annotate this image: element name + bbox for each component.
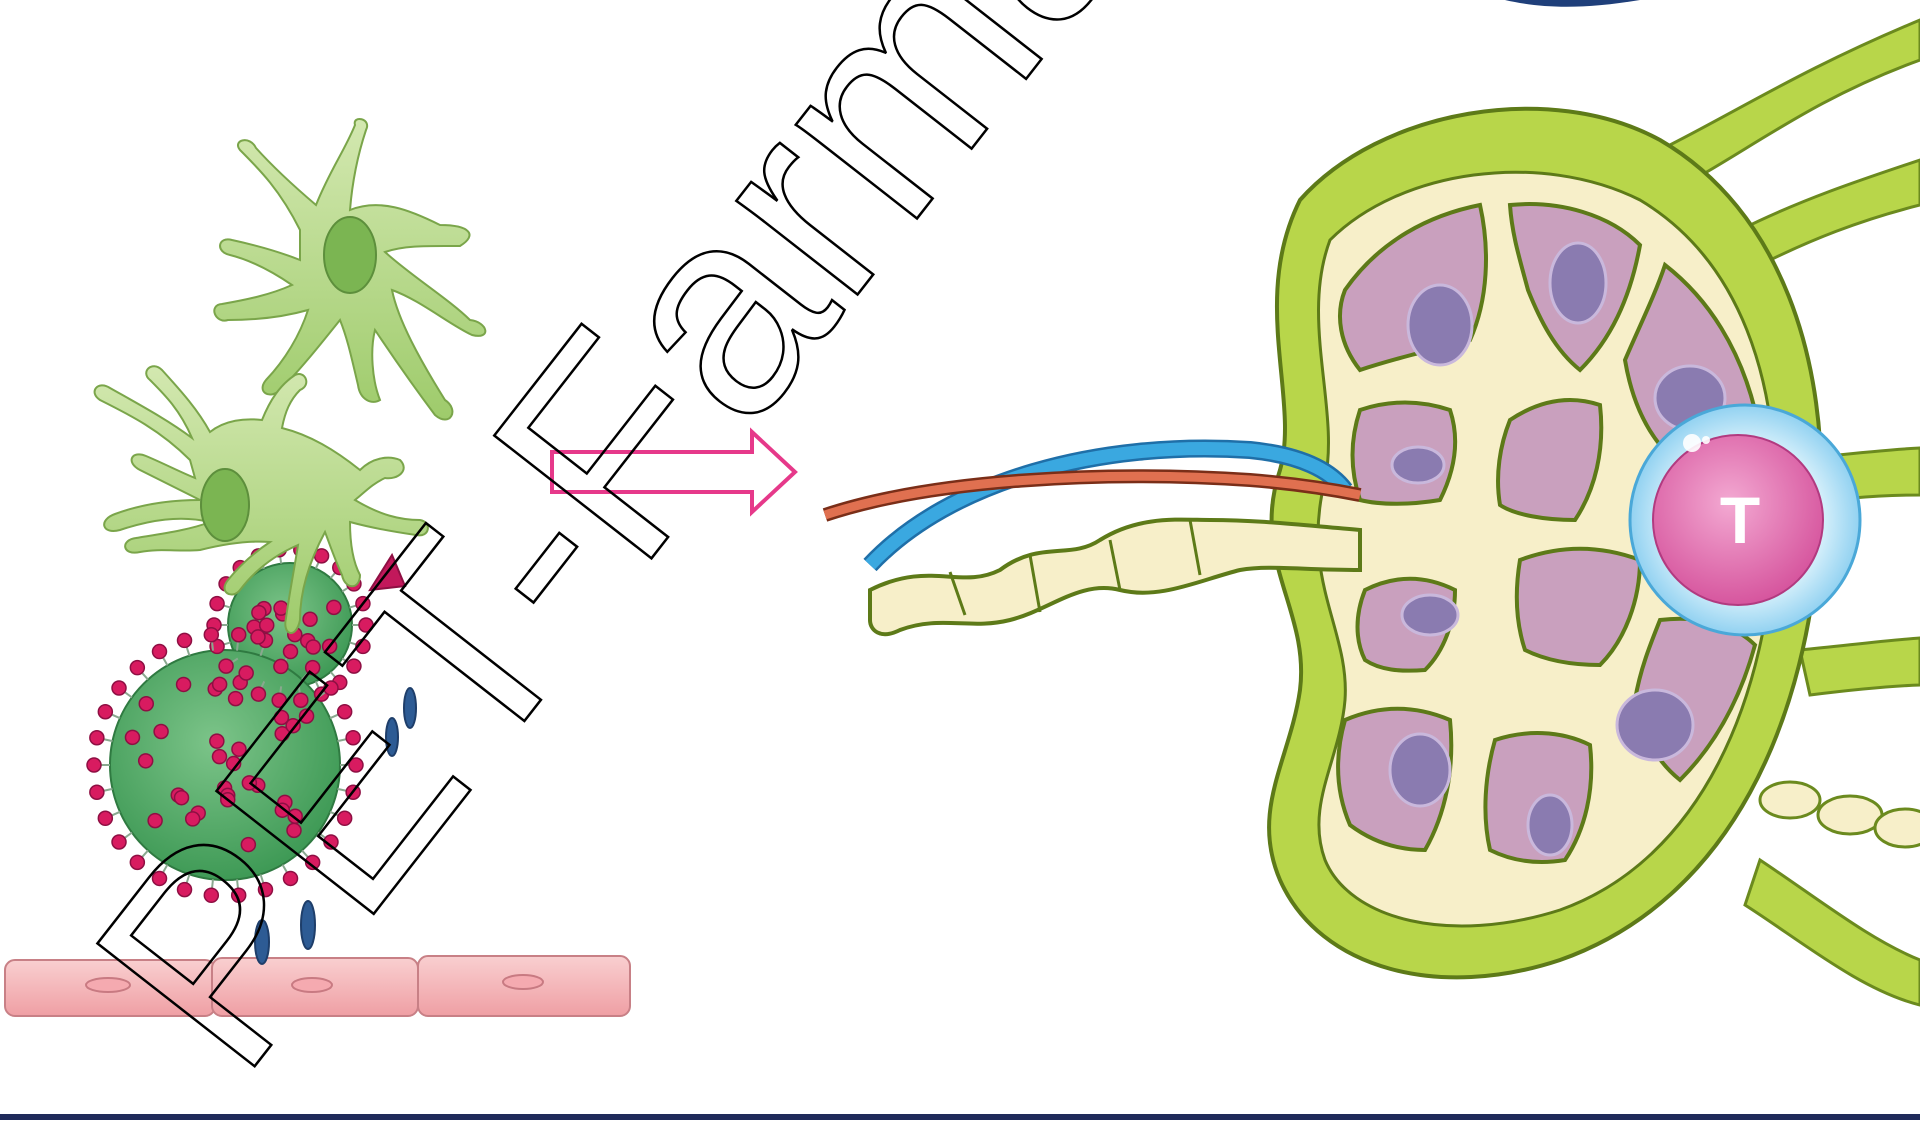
antigen-spike [87,758,101,772]
t-cell: T [1630,405,1860,635]
lobule [1498,400,1601,520]
antigen-spike [139,697,153,711]
dendritic-nucleus [324,217,376,293]
antigen-spike [98,811,112,825]
antigen-spike [139,754,153,768]
dendritic-nucleus [201,469,249,541]
t-cell-label: T [1720,483,1760,557]
antigen-spike [153,645,167,659]
germinal-center [1390,734,1450,806]
antigen-spike [112,681,126,695]
germinal-center [1402,595,1458,635]
antigen-spike [90,731,104,745]
bottom-bar [0,1114,1920,1120]
lymphatic-vessel-beaded [1760,782,1920,847]
antigen-spike [125,730,139,744]
germinal-center [1408,285,1472,365]
lymphatic-vessel [1660,20,1920,190]
antigen-spike [98,705,112,719]
lymphatic-vessel [1745,860,1920,1005]
germinal-center [1617,690,1693,760]
antigen-spike [232,628,246,642]
top-vessel-edge [1505,0,1640,7]
antigen-spike [130,661,144,675]
antigen-spike [154,724,168,738]
antigen-spike [210,597,224,611]
endothelial-nucleus [503,975,543,989]
antigen-spike [177,677,191,691]
germinal-center [1528,795,1572,855]
lymphatic-vessel [1800,638,1920,695]
dendritic-cell-top [214,119,485,420]
antigen-spike [90,785,104,799]
antigen-spike [178,633,192,647]
antigen-spike [204,628,218,642]
antigen-spike [252,606,266,620]
germinal-center [1550,243,1606,323]
germinal-center [1392,447,1444,483]
